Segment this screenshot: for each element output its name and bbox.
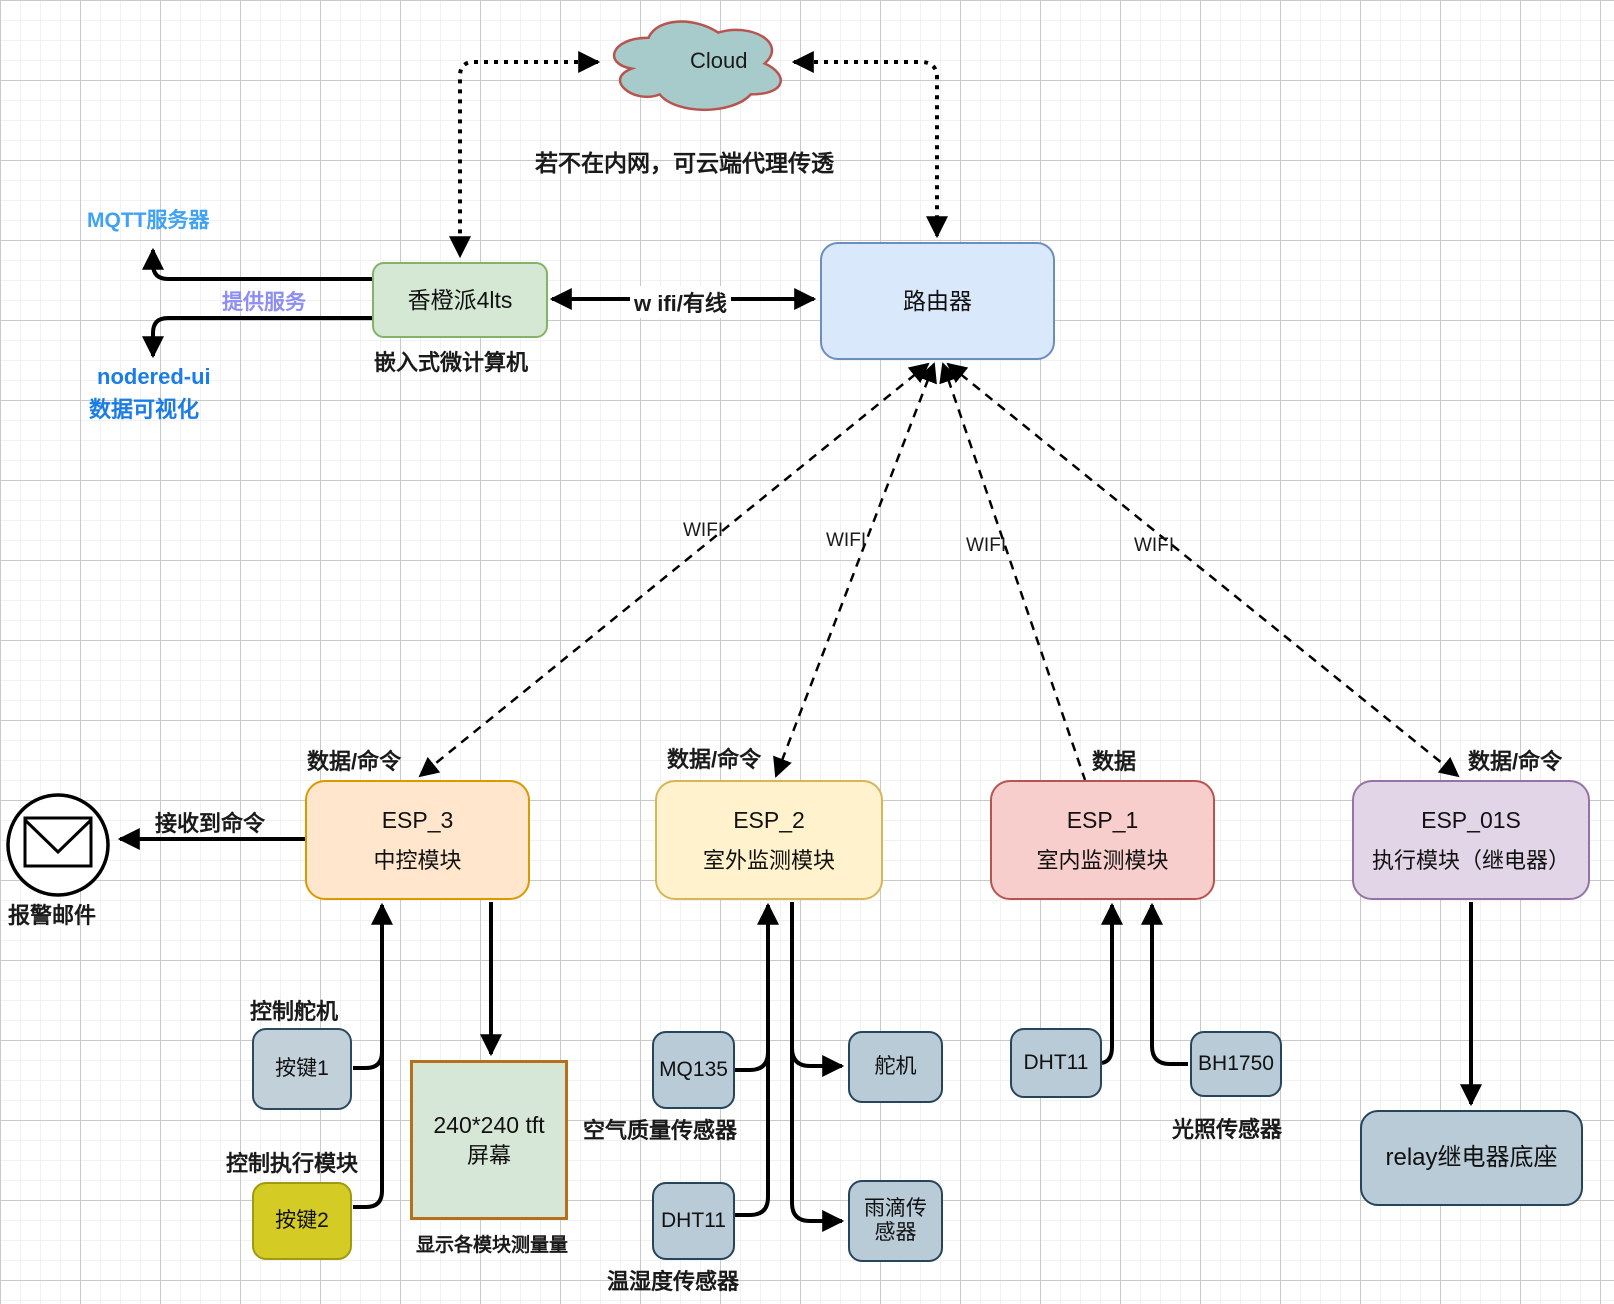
- edge-orangepi-mqtt[interactable]: [142, 247, 372, 281]
- exec-control-note: 控制执行模块: [226, 1151, 359, 1176]
- button2-label: 按键2: [275, 1208, 329, 1232]
- node-mq135[interactable]: MQ135: [652, 1031, 735, 1109]
- edge-dht11-esp2[interactable]: [735, 902, 779, 1217]
- relay-label: relay继电器底座: [1385, 1144, 1558, 1172]
- esp1-tag: 数据: [1092, 749, 1137, 774]
- esp1-title: ESP_1: [1066, 807, 1139, 834]
- esp01s-subtitle: 执行模块（继电器）: [1371, 847, 1570, 873]
- edge-wifi-esp1[interactable]: [939, 362, 1087, 781]
- esp3-title: ESP_3: [381, 807, 454, 834]
- node-button2[interactable]: 按键2: [252, 1182, 352, 1260]
- alarm-email-icon[interactable]: [6, 793, 110, 897]
- node-dht11-outdoor[interactable]: DHT11: [652, 1182, 735, 1260]
- node-esp2[interactable]: ESP_2 室外监测模块: [655, 780, 883, 900]
- esp01s-tag: 数据/命令: [1468, 749, 1563, 774]
- router-title: 路由器: [903, 287, 972, 314]
- edge-button1-esp3[interactable]: [353, 1040, 384, 1070]
- node-bh1750[interactable]: BH1750: [1190, 1031, 1282, 1097]
- esp2-subtitle: 室外监测模块: [702, 847, 835, 873]
- cloud-note: 若不在内网，可云端代理传透: [535, 150, 834, 176]
- node-servo[interactable]: 舵机: [848, 1031, 943, 1103]
- edge-mq135-esp2[interactable]: [735, 1040, 770, 1072]
- rain-label-line2: 感器: [874, 1221, 917, 1244]
- button1-label: 按键1: [275, 1056, 329, 1080]
- cloud-label: Cloud: [690, 48, 748, 73]
- edge-wifi-esp3[interactable]: [418, 362, 930, 778]
- received-command-label: 接收到命令: [155, 811, 266, 836]
- esp2-title: ESP_2: [733, 807, 805, 834]
- wifi-label-4: WIFI: [1134, 535, 1175, 556]
- screen-title: 240*240 tft: [433, 1112, 545, 1139]
- edge-bh1750-esp1[interactable]: [1141, 902, 1188, 1066]
- servo-label: 舵机: [874, 1054, 917, 1078]
- node-esp3[interactable]: ESP_3 中控模块: [305, 780, 530, 900]
- node-tft-screen[interactable]: 240*240 tft 屏幕: [410, 1060, 568, 1220]
- wifi-label-1: WIFI: [683, 520, 724, 541]
- wifi-label-3: WIFI: [966, 535, 1007, 556]
- mq135-caption: 空气质量传感器: [583, 1118, 738, 1143]
- mqtt-server-label: MQTT服务器: [87, 209, 210, 232]
- node-rain-sensor[interactable]: 雨滴传 感器: [848, 1180, 943, 1262]
- wifi-label-2: WIFI: [826, 530, 867, 551]
- orangepi-caption: 嵌入式微计算机: [374, 350, 529, 375]
- node-esp1[interactable]: ESP_1 室内监测模块: [990, 780, 1215, 900]
- edge-orangepi-nodered[interactable]: [142, 316, 372, 359]
- cloud-shape[interactable]: [612, 20, 782, 111]
- esp01s-title: ESP_01S: [1421, 807, 1521, 834]
- node-relay-base[interactable]: relay继电器底座: [1360, 1110, 1583, 1206]
- edge-button2-esp3[interactable]: [353, 902, 393, 1209]
- provide-service-label: 提供服务: [222, 291, 306, 314]
- rain-label-line1: 雨滴传: [864, 1196, 927, 1220]
- node-button1[interactable]: 按键1: [252, 1028, 352, 1110]
- esp3-tag: 数据/命令: [307, 749, 402, 774]
- orangepi-title: 香橙派4lts: [407, 286, 513, 313]
- wifi-wired-label: w ifi/有线: [630, 286, 731, 318]
- mq135-label: MQ135: [659, 1057, 728, 1081]
- node-router[interactable]: 路由器: [820, 242, 1055, 360]
- edge-cloud-router[interactable]: [791, 51, 948, 239]
- edge-dht11-esp1[interactable]: [1101, 902, 1123, 1065]
- edge-wifi-esp2[interactable]: [773, 362, 937, 778]
- nodered-ui-label: nodered-ui: [97, 364, 211, 389]
- screen-caption: 显示各模块测量量: [416, 1235, 569, 1256]
- dht11-indoor-label: DHT11: [1023, 1050, 1089, 1074]
- node-dht11-indoor[interactable]: DHT11: [1010, 1028, 1102, 1098]
- servo-control-note: 控制舵机: [250, 999, 339, 1024]
- esp2-tag: 数据/命令: [667, 747, 762, 772]
- dht11-outdoor-label: DHT11: [661, 1208, 726, 1232]
- node-esp01s[interactable]: ESP_01S 执行模块（继电器）: [1352, 780, 1590, 900]
- screen-subtitle: 屏幕: [466, 1142, 511, 1168]
- edge-esp2-servo[interactable]: [790, 1047, 845, 1077]
- node-orangepi[interactable]: 香橙派4lts: [372, 262, 548, 338]
- alarm-email-caption: 报警邮件: [8, 903, 97, 928]
- esp3-subtitle: 中控模块: [373, 847, 462, 873]
- edge-esp2-rain[interactable]: [790, 902, 845, 1232]
- dataviz-label: 数据可视化: [89, 397, 200, 422]
- dht11-outdoor-caption: 温湿度传感器: [607, 1269, 740, 1294]
- bh1750-label: BH1750: [1198, 1051, 1274, 1075]
- esp1-subtitle: 室内监测模块: [1036, 847, 1169, 873]
- edge-wifi-esp01s[interactable]: [946, 362, 1460, 778]
- bh1750-caption: 光照传感器: [1172, 1117, 1283, 1142]
